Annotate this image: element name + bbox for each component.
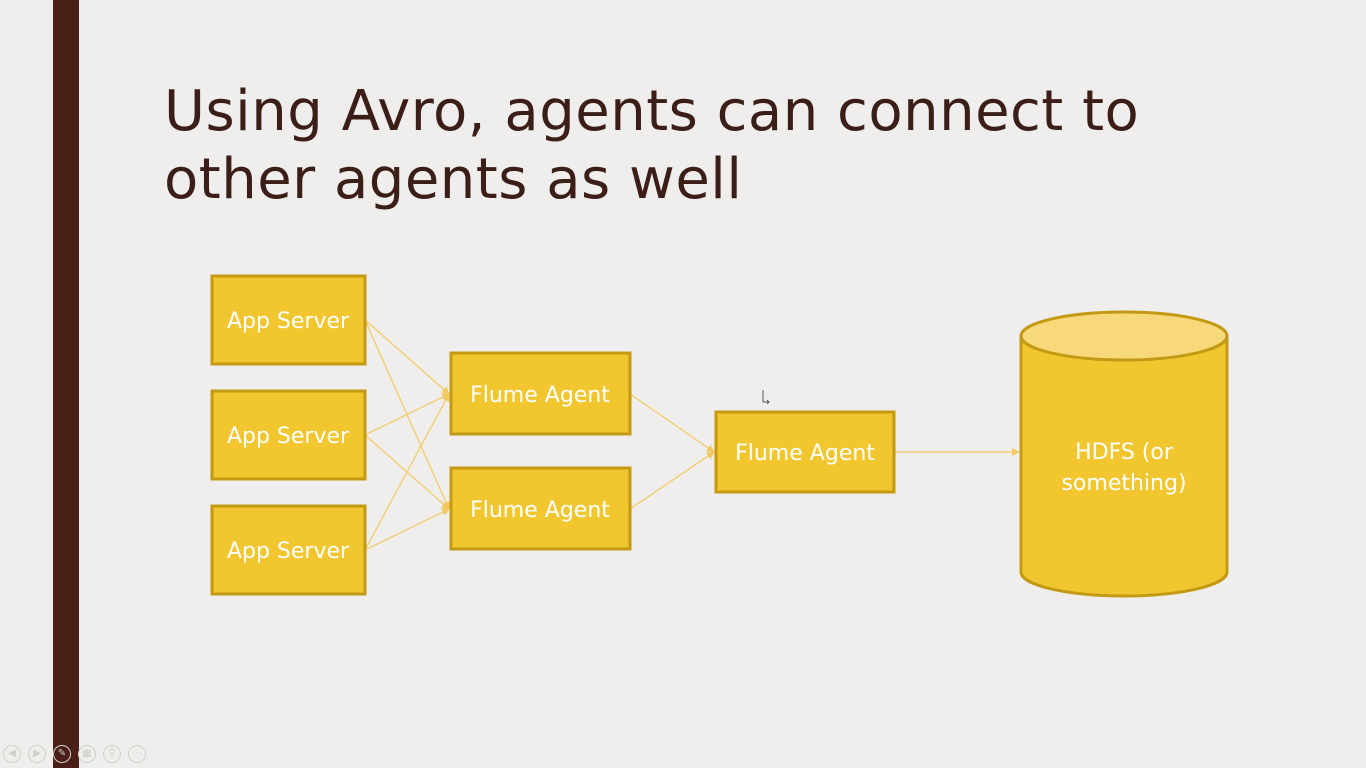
node-label: Flume Agent — [735, 441, 875, 466]
hdfs-label-line-2: something) — [1061, 471, 1186, 496]
node-label: Flume Agent — [470, 383, 610, 408]
zoom-icon[interactable]: ⚲ — [103, 745, 121, 763]
next-icon[interactable]: ▶ — [28, 745, 46, 763]
pen-icon[interactable]: ✎ — [53, 745, 71, 763]
cylinder-top — [1019, 310, 1229, 362]
node-label: App Server — [227, 424, 350, 449]
title-line-1: Using Avro, agents can connect to — [164, 79, 1140, 144]
edge-app3-flume1 — [364, 393, 450, 551]
node-app-server-1: App Server — [210, 274, 367, 366]
accent-bar — [53, 0, 79, 768]
edge-flume2-flume3 — [629, 451, 715, 510]
node-label: App Server — [227, 539, 350, 564]
node-hdfs-cylinder: HDFS (or something) — [1019, 310, 1229, 598]
node-flume-agent-1: Flume Agent — [449, 351, 632, 436]
node-label: App Server — [227, 309, 350, 334]
more-icon[interactable]: ⋯ — [128, 745, 146, 763]
node-app-server-3: App Server — [210, 504, 367, 596]
text-cursor-icon — [762, 390, 770, 404]
edge-app2-flume1 — [364, 393, 450, 436]
node-label: Flume Agent — [470, 498, 610, 523]
presentation-controls: ◀ ▶ ✎ ▦ ⚲ ⋯ — [3, 745, 146, 765]
title-line-2: other agents as well — [164, 147, 743, 212]
slides-grid-icon[interactable]: ▦ — [78, 745, 96, 763]
node-flume-agent-3: Flume Agent — [714, 410, 896, 494]
hdfs-label-line-1: HDFS (or — [1075, 440, 1174, 465]
node-flume-agent-2: Flume Agent — [449, 466, 632, 551]
edge-app3-flume2 — [364, 508, 450, 551]
edges — [364, 319, 1020, 551]
edge-app1-flume1 — [364, 319, 450, 395]
cylinder-body — [1019, 334, 1229, 598]
previous-icon[interactable]: ◀ — [3, 745, 21, 763]
edge-flume1-flume3 — [629, 393, 715, 453]
node-app-server-2: App Server — [210, 389, 367, 481]
slide-title: Using Avro, agents can connect to other … — [164, 78, 1224, 214]
